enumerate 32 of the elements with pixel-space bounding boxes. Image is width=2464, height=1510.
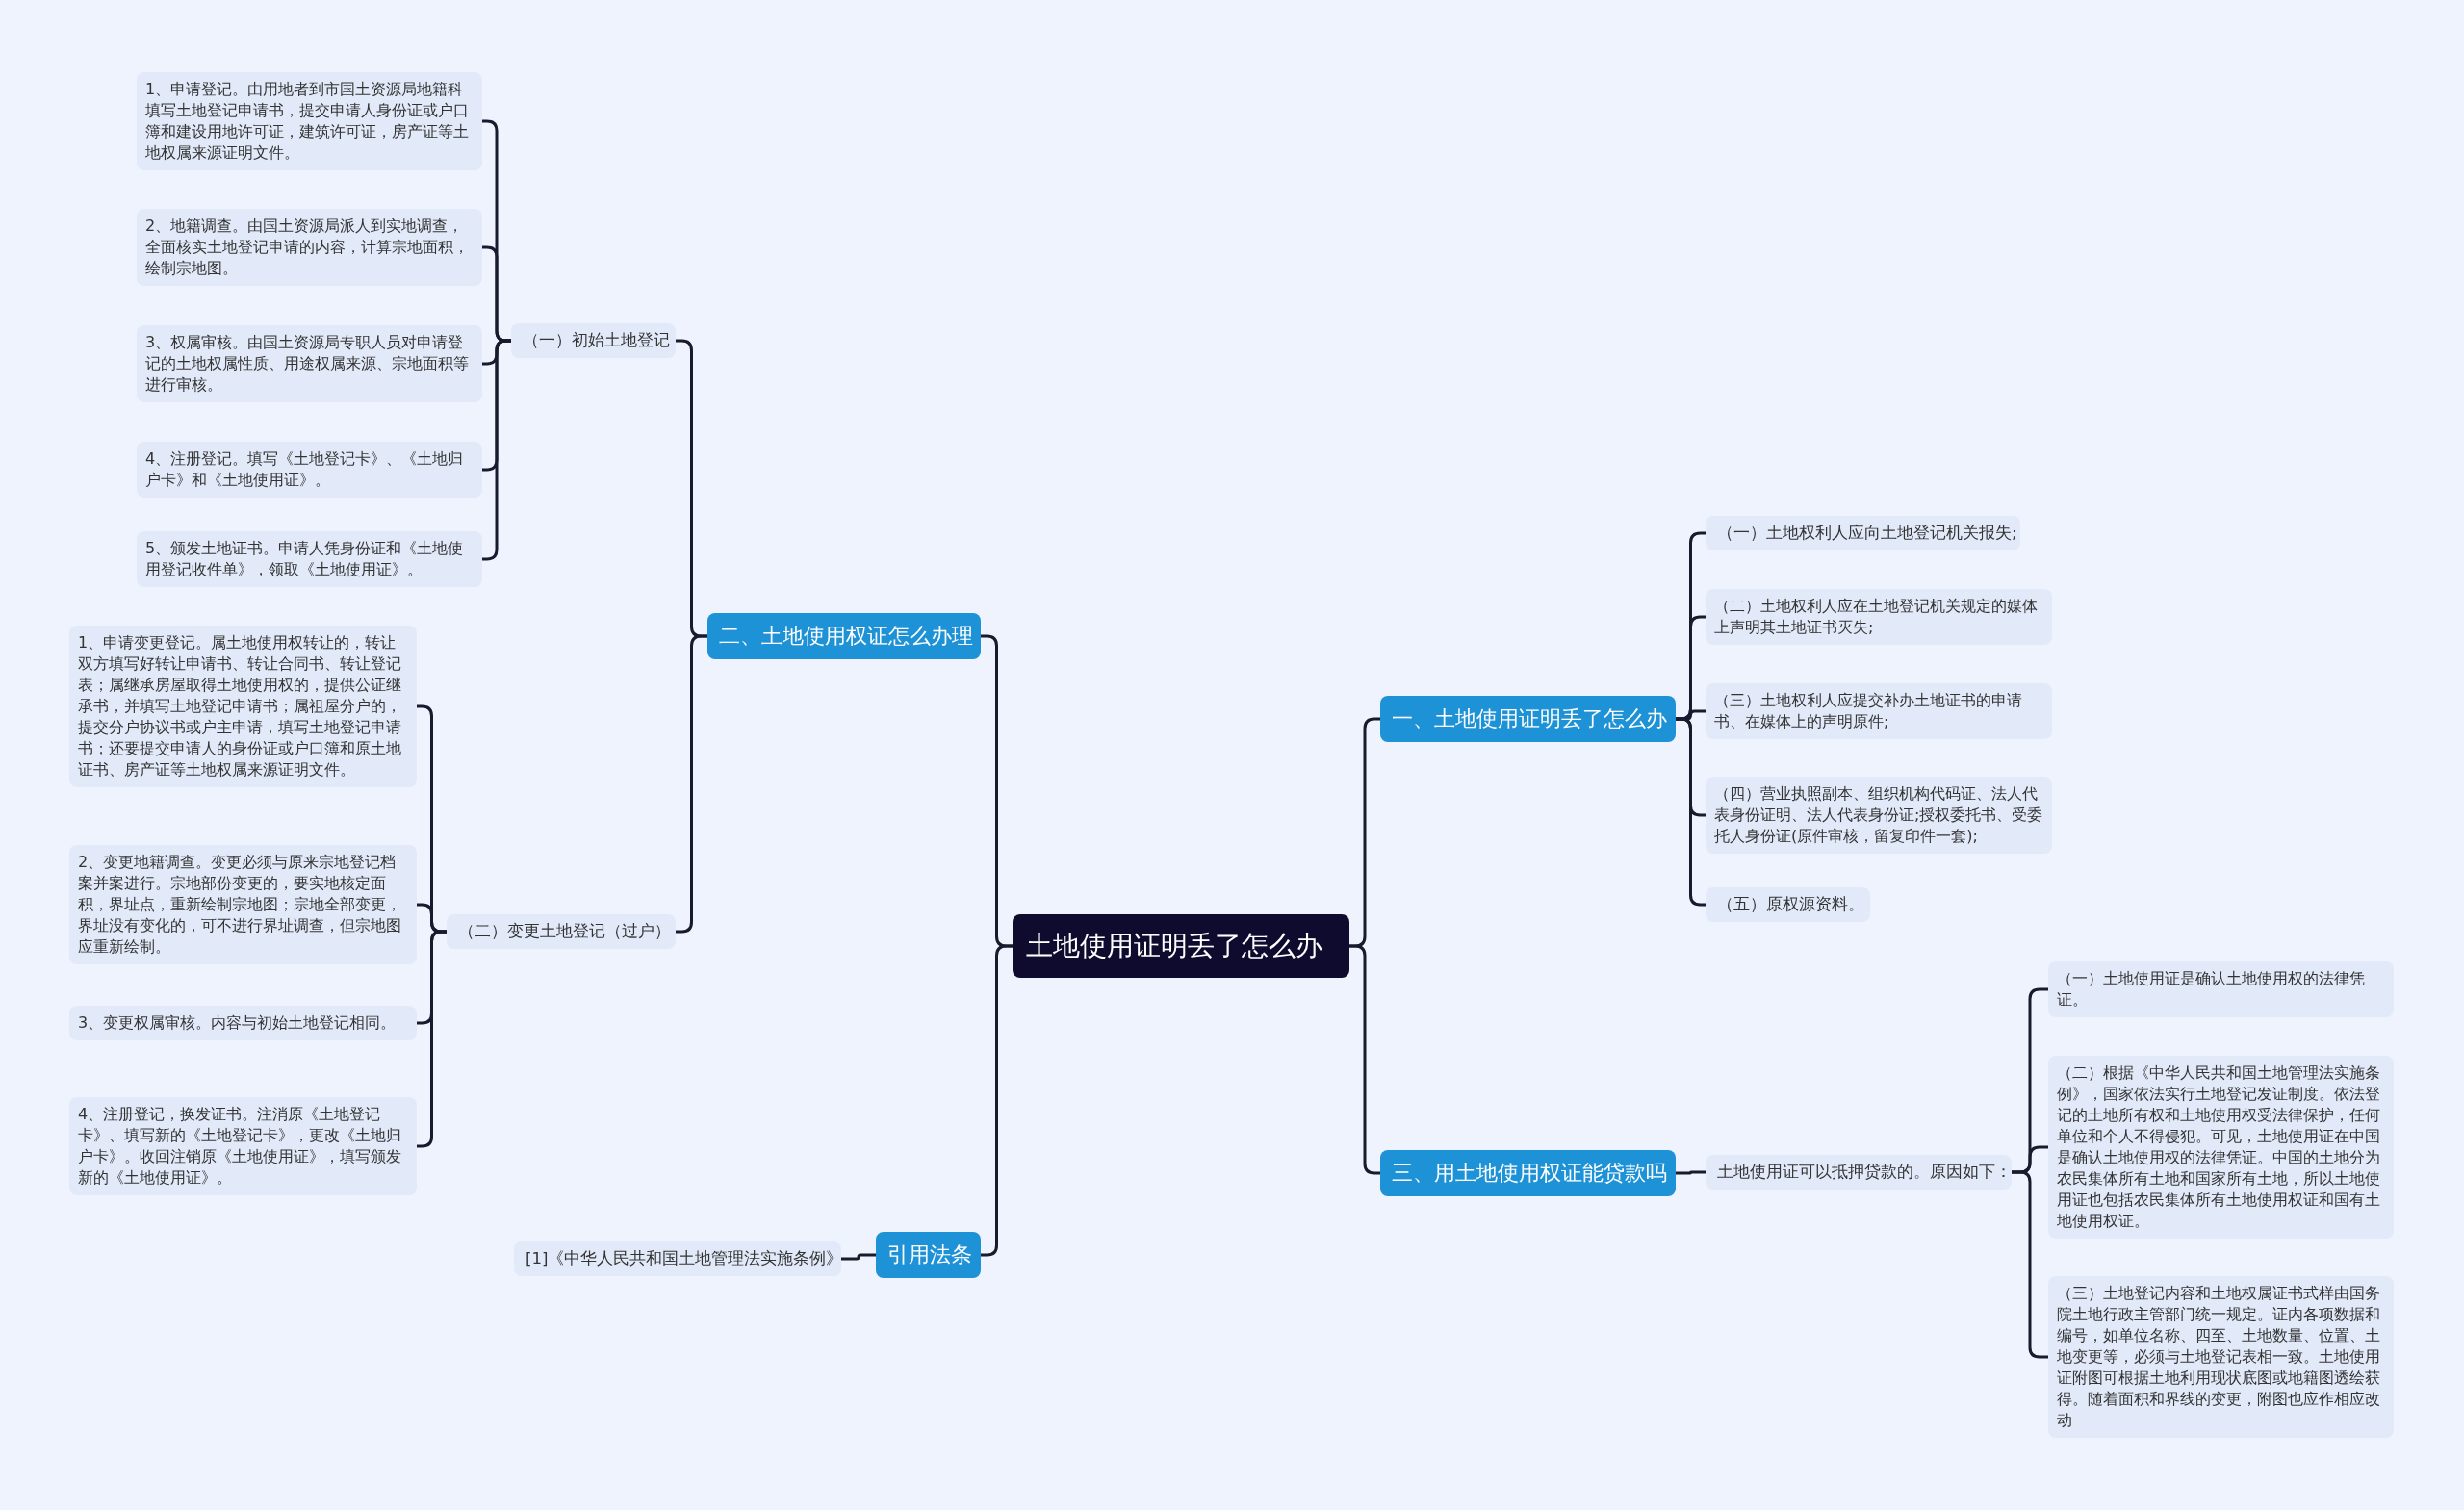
connector-line	[2012, 1170, 2048, 1359]
branch-topic: 二、土地使用权证怎么办理	[707, 613, 981, 659]
note-box: 2、变更地籍调查。变更必须与原来宗地登记档案并案进行。宗地部份变更的，要实地核定面积，界址点，重新绘制宗地图；宗地全部变更，界址没有变化的，可不进行界址调查，但宗地图应重新绘制。	[69, 845, 417, 964]
note-box: （一）土地使用证是确认土地使用权的法律凭证。	[2048, 961, 2394, 1017]
subtopic-box: （一）初始土地登记	[511, 323, 676, 358]
subtopic-box: [1]《中华人民共和国土地管理法实施条例》	[514, 1241, 841, 1276]
subtopic-box: （二）变更土地登记（过户）	[447, 914, 676, 949]
branch-topic: 三、用土地使用权证能贷款吗	[1380, 1150, 1676, 1196]
note-box: （二）根据《中华人民共和国土地管理法实施条例》，国家依法实行土地登记发证制度。依法登记的土地所有权和土地使用权受法律保护，任何单位和个人不得侵犯。可见，土地使用证在中国是确认土地使用权的法律凭证。中国的土地分为农民集体所有土地和国家所有土地，所以土地使用证也包括农民集体所有土地使用权证和国有土地使用权证。	[2048, 1056, 2394, 1239]
central-topic: 土地使用证明丢了怎么办	[1013, 914, 1349, 978]
subtopic-box: （五）原权源资料。	[1706, 887, 1870, 922]
connector-line	[841, 1253, 876, 1261]
subtopic-box: （一）土地权利人应向土地登记机关报失;	[1706, 516, 2020, 550]
connector-line	[1676, 1170, 1706, 1175]
connector-line	[1349, 944, 1380, 1175]
note-box: 3、变更权属审核。内容与初始土地登记相同。	[69, 1006, 417, 1040]
note-box: （三）土地登记内容和土地权属证书式样由国务院土地行政主管部门统一规定。证内各项数据和编号，如单位名称、四至、土地数量、位置、土地变更等，必须与土地登记表相一致。土地使用证附图可根据土地利用现状底图或地籍图透绘获得。随着面积和界线的变更，附图也应作相应改动	[2048, 1276, 2394, 1438]
note-box: 5、颁发土地证书。申请人凭身份证和《土地使用登记收件单》，领取《土地使用证》。	[137, 531, 482, 587]
note-box: （二）土地权利人应在土地登记机关规定的媒体上声明其土地证书灭失;	[1706, 589, 2052, 645]
note-box: 3、权属审核。由国土资源局专职人员对申请登记的土地权属性质、用途权属来源、宗地面积等进行审核。	[137, 325, 482, 402]
connector-line	[981, 944, 1013, 1257]
branch-topic: 引用法条	[876, 1232, 981, 1278]
note-box: 4、注册登记。填写《土地登记卡》、《土地归户卡》和《土地使用证》。	[137, 442, 482, 498]
branch-topic: 一、土地使用证明丢了怎么办	[1380, 696, 1676, 742]
connector-line	[676, 634, 707, 934]
note-box: 2、地籍调查。由国土资源局派人到实地调查，全面核实土地登记申请的内容，计算宗地面积，绘制宗地图。	[137, 209, 482, 286]
note-box: 1、申请登记。由用地者到市国土资源局地籍科填写土地登记申请书，提交申请人身份证或户口簿和建设用地许可证，建筑许可证，房产证等土地权属来源证明文件。	[137, 72, 482, 170]
subtopic-box: 土地使用证可以抵押贷款的。原因如下：	[1706, 1155, 2012, 1190]
note-box: （四）营业执照副本、组织机构代码证、法人代表身份证明、法人代表身份证;授权委托书、受委托人身份证(原件审核，留复印件一套);	[1706, 777, 2052, 854]
note-box: （三）土地权利人应提交补办土地证书的申请书、在媒体上的声明原件;	[1706, 683, 2052, 739]
note-box: 1、申请变更登记。属土地使用权转让的，转让双方填写好转让申请书、转让合同书、转让登记表；属继承房屋取得土地使用权的，提供公证继承书，并填写土地登记申请书；属祖屋分户的，提交分户协议书或户主申请，填写土地登记申请书；还要提交申请人的身份证或户口簿和原土地证书、房产证等土地权属来源证明文件。	[69, 626, 417, 787]
note-box: 4、注册登记，换发证书。注消原《土地登记卡》、填写新的《土地登记卡》，更改《土地归户卡》。收回注销原《土地使用证》，填写颁发新的《土地使用证》。	[69, 1097, 417, 1195]
